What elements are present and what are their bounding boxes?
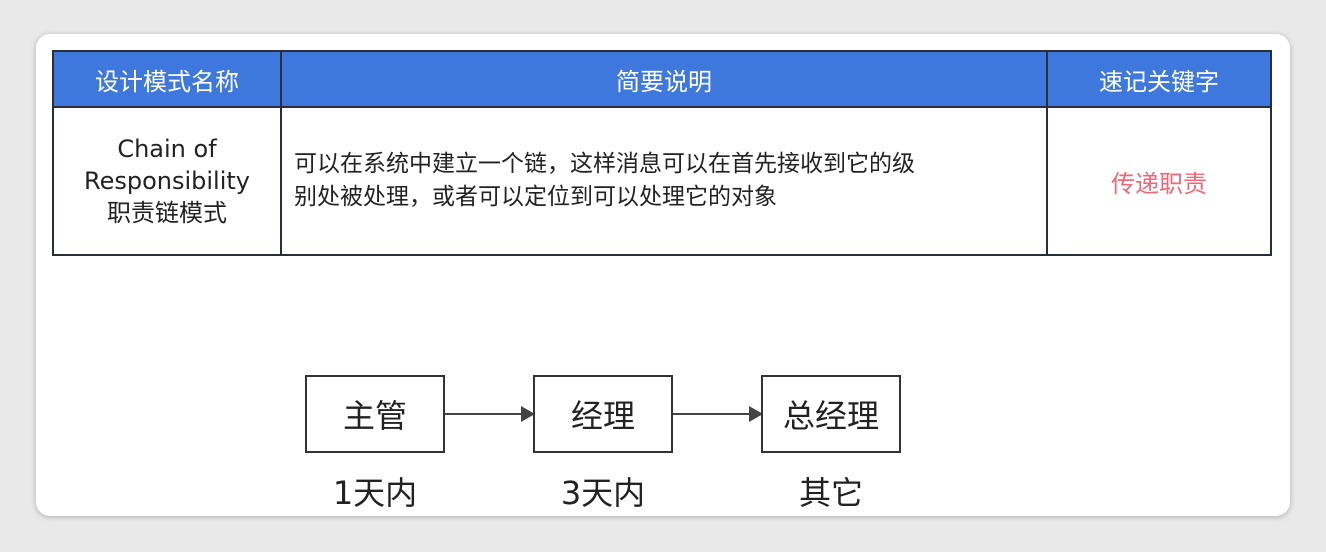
flow-node-general-manager: 总经理: [761, 375, 901, 453]
flow-node-manager: 经理: [533, 375, 673, 453]
header-keyword: 速记关键字: [1046, 50, 1272, 108]
table-header-row: 设计模式名称 简要说明 速记关键字: [52, 50, 1272, 108]
flow-caption-supervisor: 1天内: [332, 474, 418, 512]
pattern-description-cell: 可以在系统中建立一个链，这样消息可以在首先接收到它的级 别处被处理，或者可以定位…: [280, 106, 1048, 256]
description-line: 别处被处理，或者可以定位到可以处理它的对象: [294, 184, 777, 210]
pattern-name-line: Chain of: [117, 135, 217, 163]
pattern-name-cell: Chain of Responsibility 职责链模式: [52, 106, 282, 256]
flow-caption-manager: 3天内: [560, 474, 646, 512]
flow-node-supervisor: 主管: [305, 375, 445, 453]
pattern-keyword-cell: 传递职责: [1046, 106, 1272, 256]
content-card: 设计模式名称 简要说明 速记关键字 Chain of Responsibilit…: [36, 34, 1290, 516]
description-line: 可以在系统中建立一个链，这样消息可以在首先接收到它的级: [294, 151, 915, 177]
header-description: 简要说明: [280, 50, 1048, 108]
design-pattern-table: 设计模式名称 简要说明 速记关键字 Chain of Responsibilit…: [52, 50, 1272, 256]
pattern-name-line: 职责链模式: [107, 199, 227, 227]
flow-arrow: [673, 406, 763, 422]
flow-arrow: [445, 406, 535, 422]
pattern-name-line: Responsibility: [83, 167, 251, 195]
table-row: Chain of Responsibility 职责链模式 可以在系统中建立一个…: [52, 106, 1272, 256]
flow-caption-general-manager: 其它: [798, 474, 863, 512]
header-pattern-name: 设计模式名称: [52, 50, 282, 108]
